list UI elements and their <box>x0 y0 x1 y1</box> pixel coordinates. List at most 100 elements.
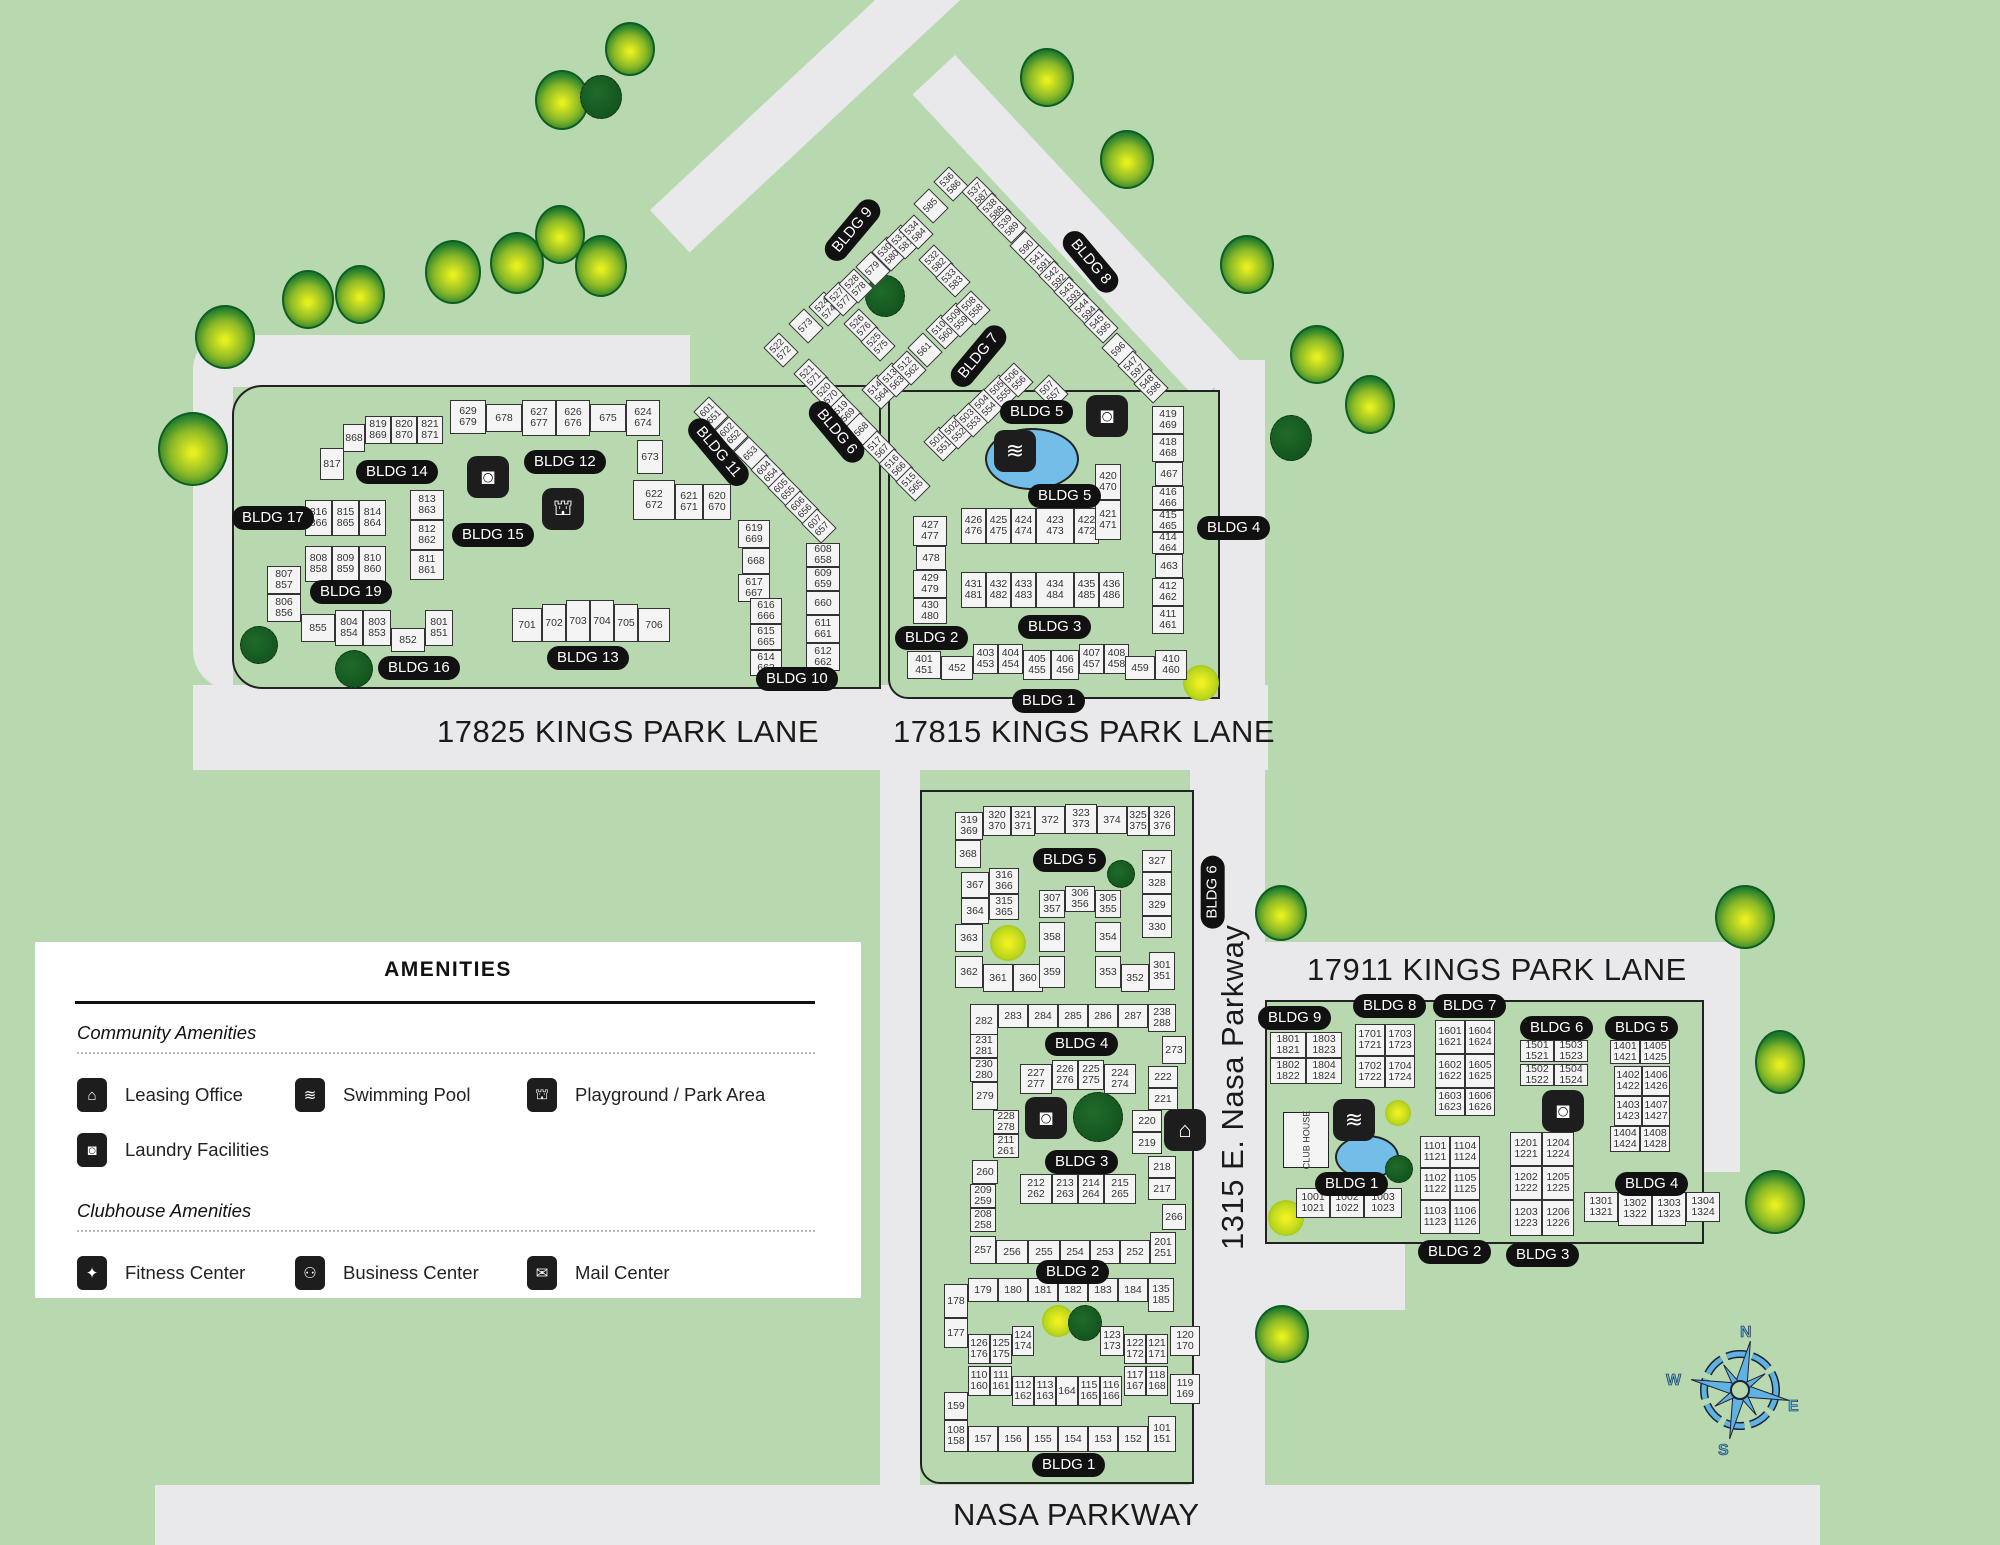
building-label[interactable]: BLDG 19 <box>310 580 392 604</box>
unit[interactable]: 358 <box>1039 922 1065 952</box>
unit[interactable]: 282 <box>970 1004 998 1038</box>
unit[interactable]: 156 <box>998 1426 1028 1452</box>
legend-item-swimming-pool[interactable]: ≋ Swimming Pool <box>295 1078 471 1112</box>
building-label[interactable]: BLDG 8 <box>1353 994 1427 1018</box>
building-label[interactable]: BLDG 4 <box>1197 516 1271 540</box>
unit[interactable]: 273 <box>1162 1036 1186 1064</box>
unit[interactable]: 284 <box>1028 1004 1058 1028</box>
unit[interactable]: 363 <box>955 924 983 952</box>
unit[interactable]: 153 <box>1088 1426 1118 1452</box>
unit[interactable]: 184 <box>1118 1278 1148 1302</box>
unit[interactable]: 868 <box>343 424 365 452</box>
legend-item-laundry[interactable]: ◙ Laundry Facilities <box>77 1133 269 1167</box>
unit[interactable]: 705 <box>614 604 638 642</box>
unit[interactable]: 372 <box>1035 806 1065 834</box>
unit[interactable]: 678 <box>486 404 522 432</box>
building-label[interactable]: BLDG 13 <box>547 646 629 670</box>
unit[interactable]: 266 <box>1162 1204 1186 1230</box>
building-label[interactable]: BLDG 14 <box>356 460 438 484</box>
unit[interactable]: 154 <box>1058 1426 1088 1452</box>
unit[interactable]: 354 <box>1095 922 1121 952</box>
building-label[interactable]: BLDG 6 <box>1200 855 1225 929</box>
unit[interactable]: 852 <box>391 628 425 652</box>
unit[interactable]: 260 <box>972 1160 998 1184</box>
building-label[interactable]: BLDG 17 <box>232 506 314 530</box>
laundry-icon[interactable]: ◙ <box>1542 1090 1584 1132</box>
legend-item-fitness-center[interactable]: ✦ Fitness Center <box>77 1256 245 1290</box>
unit[interactable]: 701 <box>512 608 542 642</box>
unit[interactable]: 279 <box>972 1082 998 1110</box>
unit[interactable]: 285 <box>1058 1004 1088 1028</box>
unit[interactable]: 157 <box>968 1426 998 1452</box>
unit[interactable]: 817 <box>320 448 344 480</box>
unit[interactable]: 178 <box>944 1284 968 1318</box>
unit[interactable]: 660 <box>806 591 840 615</box>
unit[interactable]: 287 <box>1118 1004 1148 1028</box>
unit[interactable]: 478 <box>916 546 946 570</box>
unit[interactable]: 364 <box>961 898 989 924</box>
building-label[interactable]: BLDG 5 <box>1033 848 1107 872</box>
unit[interactable]: 368 <box>955 840 981 868</box>
